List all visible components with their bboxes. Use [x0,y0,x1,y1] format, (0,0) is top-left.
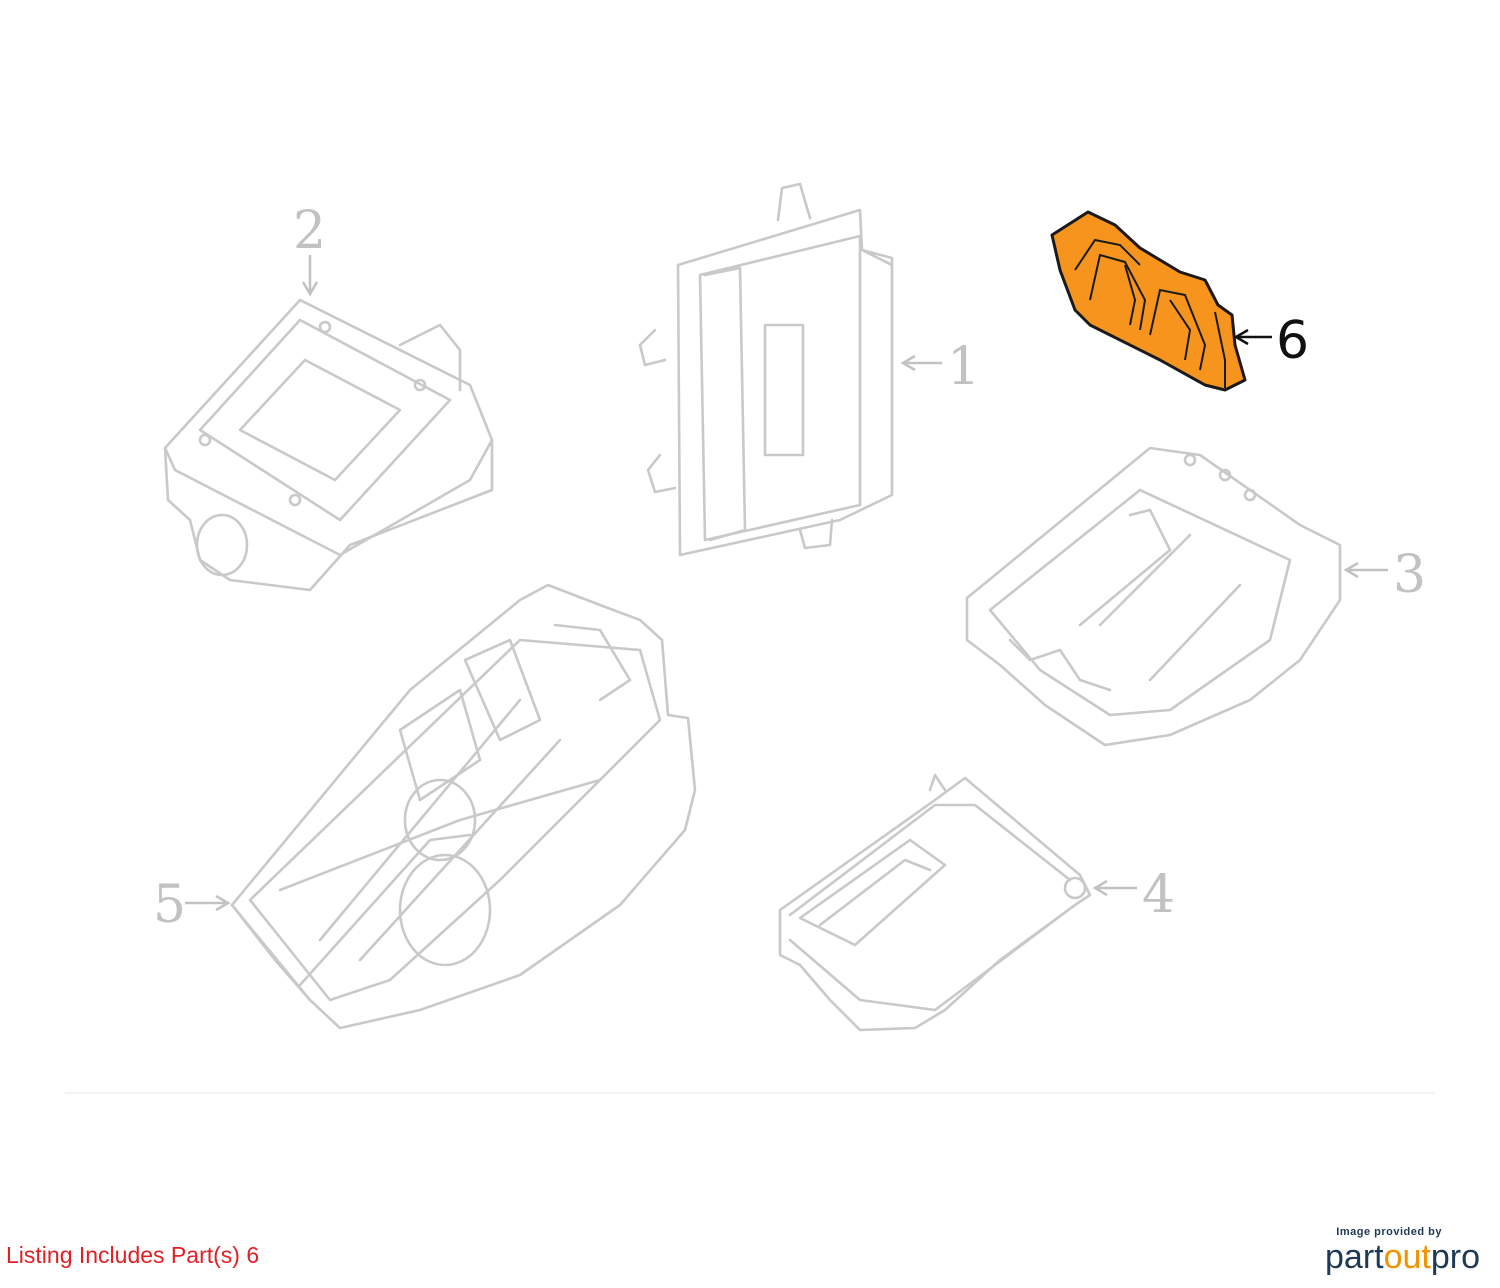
part-3-tray [965,446,1342,747]
callout-2: 2 [293,201,326,297]
part-1-control-module [638,182,894,557]
svg-text:4: 4 [1142,865,1175,925]
svg-text:3: 3 [1393,545,1426,605]
callout-4: 4 [1092,865,1175,925]
part-6-body [1050,210,1247,392]
logo-part: part [1325,1238,1384,1276]
svg-text:5: 5 [153,875,186,935]
svg-text:2: 2 [293,201,326,261]
partoutpro-logo: partoutpro [1325,1240,1480,1274]
part-4-holder [778,773,1092,1032]
callout-5: 5 [153,875,231,935]
image-credit: Image provided by partoutpro [1325,1226,1480,1274]
logo-pro: pro [1430,1238,1480,1276]
part-2-bracket [163,298,494,592]
credit-text: Image provided by [1336,1226,1442,1238]
svg-text:6: 6 [1276,311,1309,371]
callout-3: 3 [1343,545,1426,605]
logo-out: out [1383,1238,1431,1276]
callout-1: 1 [900,337,980,397]
callout-6: 6 [1233,311,1309,371]
listing-note: Listing Includes Part(s) 6 [6,1242,260,1268]
part-5-console-cover [230,583,697,1030]
part-6-highlighted [1050,210,1247,392]
svg-text:1: 1 [947,337,980,397]
